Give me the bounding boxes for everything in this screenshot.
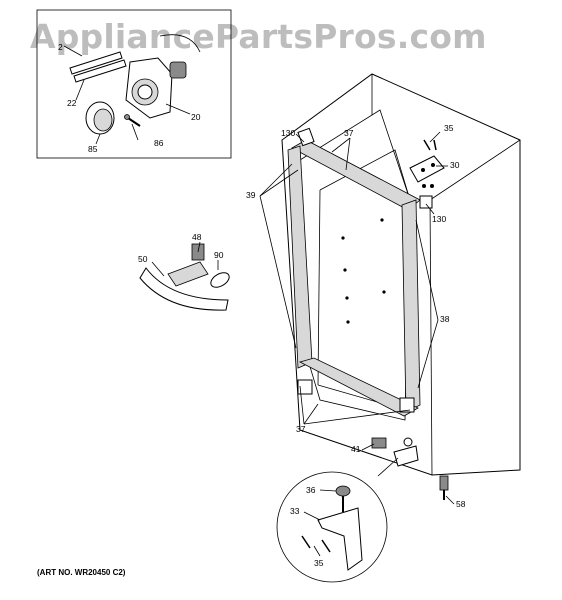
art-number: (ART NO. WR20450 C2): [37, 568, 126, 577]
callout-36: 36: [306, 485, 316, 495]
callout-37-top: 37: [344, 128, 354, 138]
callout-41: 41: [351, 444, 361, 454]
callout-50: 50: [138, 254, 148, 264]
callout-22: 22: [67, 98, 77, 108]
callout-85: 85: [88, 144, 98, 154]
callout-39: 39: [246, 190, 256, 200]
callout-37-bottom: 37: [296, 424, 306, 434]
callout-130-right: 130: [432, 214, 446, 224]
hinge-detail-circle: [276, 457, 399, 583]
callout-2: 2: [58, 42, 63, 52]
callout-35-top: 35: [444, 123, 454, 133]
callout-58: 58: [456, 499, 466, 509]
breaker-strips: [287, 127, 433, 417]
light-assembly-inset: [36, 9, 232, 159]
callout-38: 38: [440, 314, 450, 324]
light-socket-housing-part: [125, 34, 201, 119]
top-hinge-part: [409, 139, 445, 188]
leader-lines: [151, 131, 455, 557]
watermark-text: AppliancePartsPros.com: [30, 17, 487, 56]
callout-30: 30: [450, 160, 460, 170]
callout-35-bottom: 35: [314, 558, 324, 568]
inset-screw-part: [124, 114, 141, 127]
light-bracket-part: [69, 51, 127, 83]
light-bulb-cover-part: [85, 101, 115, 135]
callout-86: 86: [154, 138, 164, 148]
callout-33: 33: [290, 506, 300, 516]
callout-130-top: 130: [281, 128, 295, 138]
callout-90: 90: [214, 250, 224, 260]
callout-48: 48: [192, 232, 202, 242]
callout-20: 20: [191, 112, 201, 122]
bottom-hinge-mount: [371, 437, 419, 467]
leveling-leg-part: [439, 475, 449, 500]
